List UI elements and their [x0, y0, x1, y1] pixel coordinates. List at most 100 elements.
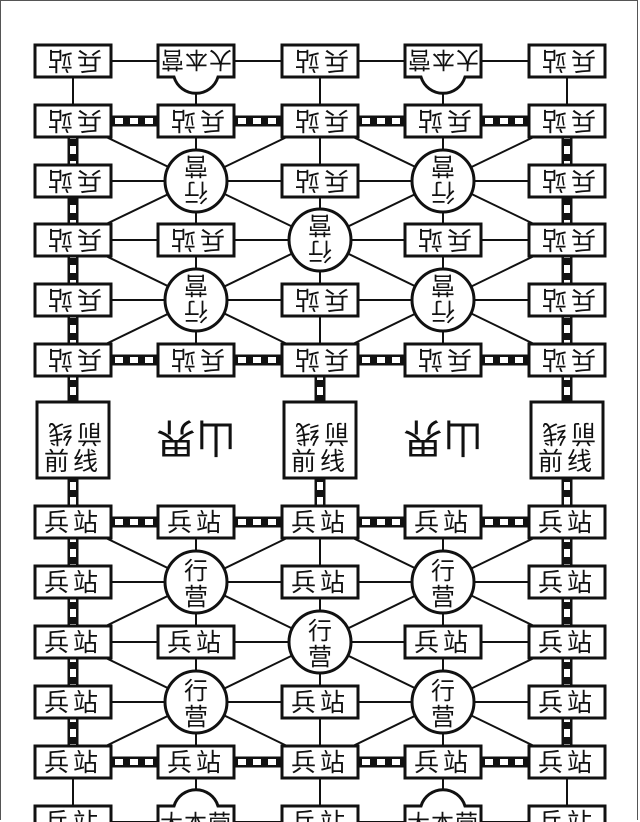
station-node[interactable]: 兵站: [33, 624, 113, 660]
station-node[interactable]: 兵站: [33, 744, 113, 780]
station-node[interactable]: 兵站: [156, 103, 236, 139]
station-label: 兵站: [291, 106, 349, 135]
station-label: 兵站: [44, 748, 102, 777]
camp-label-top: 行: [184, 557, 208, 585]
station-node[interactable]: 兵站: [33, 684, 113, 720]
station-node[interactable]: 兵站: [403, 624, 483, 660]
station-node[interactable]: 兵站: [33, 282, 113, 318]
station-label: 兵站: [167, 628, 225, 657]
camp-node[interactable]: 行营: [163, 267, 229, 333]
station-node[interactable]: 兵站: [156, 222, 236, 258]
station-node[interactable]: 兵站: [527, 744, 607, 780]
station-label: 兵站: [291, 345, 349, 374]
station-node[interactable]: 兵站: [280, 804, 360, 822]
station-node[interactable]: 兵站: [33, 43, 113, 79]
station-node[interactable]: 兵站: [403, 342, 483, 378]
headquarters-label: 大本营: [407, 811, 479, 822]
headquarters-label: 大本营: [407, 46, 479, 72]
camp-node[interactable]: 行营: [287, 207, 353, 273]
station-label: 兵站: [44, 46, 102, 75]
camp-label-bottom: 营: [184, 152, 208, 180]
station-node[interactable]: 兵站: [527, 804, 607, 822]
frontline-label-rotated: 前线: [291, 419, 349, 448]
station-node[interactable]: 兵站: [156, 744, 236, 780]
camp-label-bottom: 营: [184, 271, 208, 299]
station-node[interactable]: 兵站: [527, 564, 607, 600]
station-label: 兵站: [167, 106, 225, 135]
headquarters-node[interactable]: 大本营: [156, 788, 236, 822]
station-node[interactable]: 兵站: [156, 504, 236, 540]
station-node[interactable]: 兵站: [280, 43, 360, 79]
station-node[interactable]: 兵站: [527, 282, 607, 318]
station-label: 兵站: [538, 285, 596, 314]
station-node[interactable]: 兵站: [527, 504, 607, 540]
station-label: 兵站: [44, 688, 102, 717]
station-label: 兵站: [44, 628, 102, 657]
station-node[interactable]: 兵站: [280, 684, 360, 720]
station-label: 兵站: [44, 285, 102, 314]
station-node[interactable]: 兵站: [527, 43, 607, 79]
station-node[interactable]: 兵站: [527, 684, 607, 720]
station-label: 兵站: [538, 225, 596, 254]
camp-label-bottom: 营: [308, 211, 332, 239]
camp-node[interactable]: 行营: [410, 669, 476, 735]
camp-label-top: 行: [431, 677, 455, 705]
frontline-label-rotated: 前线: [538, 419, 596, 448]
station-node[interactable]: 兵站: [527, 222, 607, 258]
headquarters-node[interactable]: 大本营: [403, 43, 483, 95]
camp-node[interactable]: 行营: [163, 148, 229, 214]
camp-node[interactable]: 行营: [287, 609, 353, 675]
station-label: 兵站: [538, 166, 596, 195]
station-node[interactable]: 兵站: [280, 103, 360, 139]
camp-node[interactable]: 行营: [410, 267, 476, 333]
station-node[interactable]: 兵站: [156, 342, 236, 378]
station-node[interactable]: 兵站: [280, 564, 360, 600]
station-node[interactable]: 兵站: [33, 504, 113, 540]
station-node[interactable]: 兵站: [280, 744, 360, 780]
station-label: 兵站: [538, 568, 596, 597]
station-node[interactable]: 兵站: [403, 222, 483, 258]
camp-label-top: 行: [184, 297, 208, 325]
station-node[interactable]: 兵站: [527, 163, 607, 199]
camp-label-top: 行: [431, 557, 455, 585]
station-node[interactable]: 兵站: [33, 564, 113, 600]
station-node[interactable]: 兵站: [403, 103, 483, 139]
station-label: 兵站: [538, 628, 596, 657]
station-node[interactable]: 兵站: [527, 342, 607, 378]
station-node[interactable]: 兵站: [33, 342, 113, 378]
station-node[interactable]: 兵站: [33, 804, 113, 822]
station-node[interactable]: 兵站: [527, 103, 607, 139]
station-node[interactable]: 兵站: [33, 222, 113, 258]
station-node[interactable]: 兵站: [280, 163, 360, 199]
camp-node[interactable]: 行营: [163, 669, 229, 735]
station-node[interactable]: 兵站: [280, 282, 360, 318]
station-node[interactable]: 兵站: [280, 342, 360, 378]
camp-node[interactable]: 行营: [410, 549, 476, 615]
station-node[interactable]: 兵站: [527, 624, 607, 660]
camp-label-bottom: 营: [184, 583, 208, 611]
camp-label-top: 行: [184, 677, 208, 705]
station-node[interactable]: 兵站: [403, 744, 483, 780]
station-label: 兵站: [538, 508, 596, 537]
station-label: 兵站: [538, 748, 596, 777]
headquarters-node[interactable]: 大本营: [156, 43, 236, 95]
station-label: 兵站: [291, 748, 349, 777]
frontline-label: 前线: [291, 447, 349, 476]
camp-node[interactable]: 行营: [163, 549, 229, 615]
station-label: 兵站: [44, 808, 102, 822]
headquarters-label: 大本营: [160, 46, 232, 72]
station-node[interactable]: 兵站: [156, 624, 236, 660]
headquarters-node[interactable]: 大本营: [403, 788, 483, 822]
station-node[interactable]: 兵站: [33, 103, 113, 139]
station-label: 兵站: [44, 508, 102, 537]
station-node[interactable]: 兵站: [33, 163, 113, 199]
station-node[interactable]: 兵站: [403, 504, 483, 540]
station-label: 兵站: [44, 345, 102, 374]
station-node[interactable]: 兵站: [280, 504, 360, 540]
station-label: 兵站: [291, 568, 349, 597]
camp-node[interactable]: 行营: [410, 148, 476, 214]
station-label: 兵站: [44, 166, 102, 195]
